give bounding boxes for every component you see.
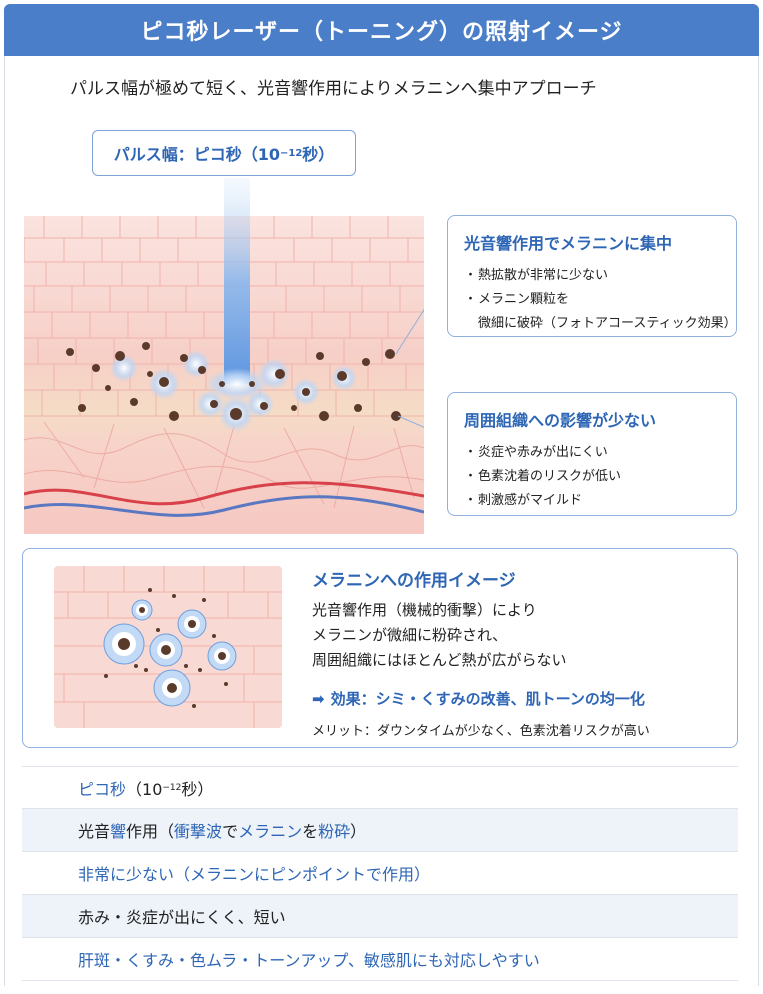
effect-result-text: 効果：シミ・くすみの改善、肌トーンの均一化 xyxy=(330,690,645,708)
page-title: ピコ秒レーザー（トーニング）の照射イメージ xyxy=(140,20,623,45)
effect-merit: メリット：ダウンタイムが少なく、色素沈着リスクが高い xyxy=(312,724,650,739)
subtitle: パルス幅が極めて短く、光音響作用によりメラニンへ集中アプローチ xyxy=(70,79,597,99)
callout-focus-item-1: ・熱拡散が非常に少ない xyxy=(464,268,609,283)
table-row: 肝斑・くすみ・色ムラ・トーンアップ、敏感肌にも対応しやすい xyxy=(22,938,738,981)
arrow-right-icon: ➡ xyxy=(312,690,325,708)
callout-focus-item-2: ・メラニン顆粒を xyxy=(464,292,570,307)
pulse-label-prefix: パルス幅：ピコ秒（10 xyxy=(113,145,280,164)
table-row: 非常に少ない（メラニンにピンポイントで作用） xyxy=(22,852,738,895)
leader-line-focus xyxy=(395,308,424,355)
table-row: 光音響作用（衝撃波でメラニンを粉砕） xyxy=(22,809,738,852)
laser-beam xyxy=(224,178,250,384)
artery xyxy=(24,481,424,506)
leader-line-tissue xyxy=(397,415,424,428)
pulse-label-suffix: 秒） xyxy=(302,145,335,164)
callout-surrounding-tissue: 周囲組織への影響が少ない ・炎症や赤みが出にくい ・色素沈着のリスクが低い ・刺… xyxy=(447,392,737,516)
callout-tissue-item-3: ・刺激感がマイルド xyxy=(464,493,583,508)
melanin-burst-illustration xyxy=(54,566,282,728)
callout-tissue-title: 周囲組織への影響が少ない xyxy=(464,411,657,430)
page-header: ピコ秒レーザー（トーニング）の照射イメージ xyxy=(4,4,759,56)
effect-title: メラニンへの作用イメージ xyxy=(312,571,516,591)
effect-line-1: 光音響作用（機械的衝撃）により xyxy=(312,601,537,619)
callout-tissue-item-1: ・炎症や赤みが出にくい xyxy=(464,445,608,460)
effect-line-3: 周囲組織にはほとんど熱が広がらない xyxy=(312,651,567,669)
effect-line-2: メラニンが微細に粉砕され、 xyxy=(312,626,508,644)
callout-focus-title: 光音響作用でメラニンに集中 xyxy=(464,234,673,253)
effect-description: 光音響作用（機械的衝撃）により メラニンが微細に粉砕され、 周囲組織にはほとんど… xyxy=(312,598,567,673)
dermis-fibers xyxy=(24,421,424,509)
table-row: 赤み・炎症が出にくく、短い xyxy=(22,895,738,938)
callout-focus-item-3: 微細に破砕（フォトアコースティック効果） xyxy=(478,316,737,331)
content-frame xyxy=(4,56,759,986)
melanin-granules xyxy=(66,342,401,432)
callout-melanin-focus: 光音響作用でメラニンに集中 ・熱拡散が非常に少ない ・メラニン顆粒を 微細に破砕… xyxy=(447,215,737,337)
vein xyxy=(24,495,424,517)
effect-result: ➡ 効果：シミ・くすみの改善、肌トーンの均一化 xyxy=(312,688,645,709)
skin-cross-section xyxy=(24,178,424,534)
callout-tissue-item-2: ・色素沈着のリスクが低い xyxy=(464,469,622,484)
pulse-label-exponent: −12 xyxy=(279,147,303,159)
